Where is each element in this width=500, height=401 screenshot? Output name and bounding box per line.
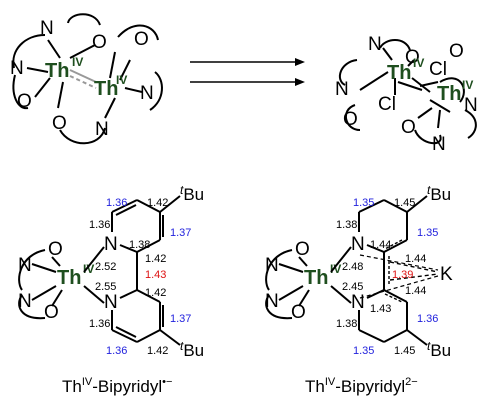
atom-n: N <box>104 234 118 255</box>
bond-length: 1.39 <box>392 269 413 281</box>
bond-length: 1.44 <box>405 253 426 265</box>
atom-n: N <box>351 234 365 255</box>
bond-length: 1.42 <box>147 197 168 209</box>
oxidation-state: IV <box>72 55 83 69</box>
atom-n: N <box>432 134 446 155</box>
tbu-label-bottom: tBu <box>180 339 204 360</box>
atom-th: Th <box>94 78 118 100</box>
caption-left: ThIV-Bipyridyl•− <box>62 376 172 396</box>
bond-length: 1.37 <box>170 227 191 239</box>
bond-length: 1.36 <box>417 313 438 325</box>
atom-n: N <box>464 95 478 116</box>
bipyridyl-radical-complex: O N N O Th IV N N <box>18 183 204 396</box>
bond-length: 1.42 <box>145 253 166 265</box>
atom-o: O <box>405 47 420 68</box>
atom-n: N <box>335 79 349 100</box>
atom-n: N <box>18 291 32 312</box>
reaction-arrows <box>190 58 305 86</box>
atom-o: O <box>44 302 59 323</box>
bond-length: 1.38 <box>129 239 150 251</box>
bond-length: 1.36 <box>89 219 110 231</box>
bond-length: 1.45 <box>394 345 415 357</box>
bond-length: 1.38 <box>336 318 357 330</box>
atom-o: O <box>291 302 306 323</box>
atom-n: N <box>351 292 365 313</box>
bond-length: 1.37 <box>170 313 191 325</box>
atom-n: N <box>95 119 109 140</box>
bond-length: 1.44 <box>370 239 391 251</box>
atom-n: N <box>368 34 382 55</box>
chloride-dimer: N N O O O N O N Cl Cl Th IV Th IV <box>335 34 478 155</box>
bond-length: 2.45 <box>342 281 363 293</box>
atom-o: O <box>134 29 149 50</box>
bond-length: 1.42 <box>147 345 168 357</box>
bond-length: 1.43 <box>145 269 166 281</box>
oxidation-state: IV <box>116 73 127 87</box>
atom-n: N <box>18 255 32 276</box>
bond-length: 1.36 <box>89 318 110 330</box>
caption-right: ThIV-Bipyridyl2− <box>305 376 418 396</box>
oxidation-state: IV <box>83 262 94 276</box>
bond-length: 1.43 <box>370 303 391 315</box>
atom-o: O <box>52 113 67 134</box>
bond-length: 2.55 <box>95 281 116 293</box>
bond-length: 1.36 <box>106 197 127 209</box>
bipyridyl-dianion-complex: O N N O Th IV N N <box>265 183 453 396</box>
atom-o: O <box>449 41 464 62</box>
oxidation-state: IV <box>330 262 341 276</box>
bond-length: 2.48 <box>342 261 363 273</box>
bond-length: 1.35 <box>353 345 374 357</box>
bond-length: 1.36 <box>106 345 127 357</box>
atom-n: N <box>10 58 24 79</box>
atom-th: Th <box>45 60 69 82</box>
atom-o: O <box>295 239 310 260</box>
tbu-label-top: tBu <box>180 183 204 204</box>
atom-o: O <box>48 239 63 260</box>
bond-length: 1.35 <box>417 227 438 239</box>
atom-th: Th <box>437 83 461 105</box>
oxidation-state: IV <box>413 56 424 70</box>
atom-k: K <box>440 264 453 285</box>
atom-n: N <box>104 292 118 313</box>
tbu-label-top: tBu <box>427 183 451 204</box>
atom-n: N <box>265 291 279 312</box>
atom-n: N <box>265 255 279 276</box>
oxidation-state: IV <box>462 78 473 92</box>
atom-th: Th <box>304 267 328 289</box>
atom-th: Th <box>57 267 81 289</box>
bond-length: 1.42 <box>145 287 166 299</box>
atom-n: N <box>140 83 154 104</box>
bond-length: 1.38 <box>336 219 357 231</box>
atom-cl: Cl <box>378 94 396 115</box>
atom-n: N <box>40 18 54 39</box>
atom-o: O <box>343 109 358 130</box>
tbu-label-bottom: tBu <box>427 339 451 360</box>
atom-o: O <box>401 117 416 138</box>
bond-length: 2.52 <box>95 261 116 273</box>
bond-length: 1.35 <box>353 197 374 209</box>
atom-cl: Cl <box>429 59 447 80</box>
bond-length: 1.45 <box>394 197 415 209</box>
atom-o: O <box>17 91 32 112</box>
bond-length: 1.44 <box>405 285 426 297</box>
dimer-complex: N N O O O O N N Th IV Th IV <box>10 13 163 145</box>
atom-o: O <box>92 32 107 53</box>
atom-th: Th <box>387 62 411 84</box>
